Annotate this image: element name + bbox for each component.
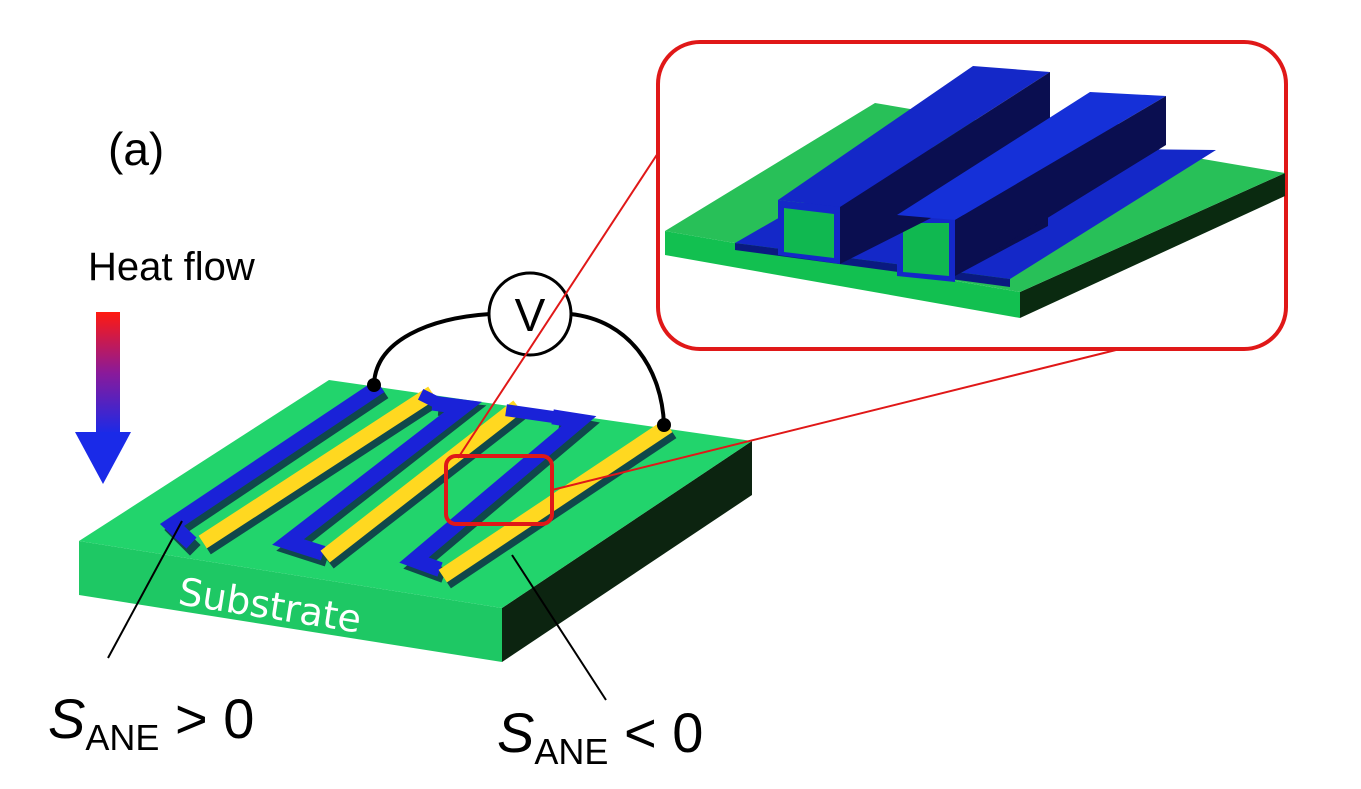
contact-right (657, 418, 671, 432)
label-sane-positive-relation: > 0 (159, 687, 254, 750)
thermopile-stripes (159, 379, 677, 589)
wire-right (569, 312, 666, 426)
yellow-stripe-3 (438, 419, 673, 583)
blue-stripe-1 (159, 379, 385, 549)
blue-stripe-2 (272, 395, 482, 561)
wire-left (372, 312, 491, 385)
label-sane-positive-subscript: ANE (85, 717, 159, 758)
heat-flow-label: Heat flow (88, 245, 255, 289)
contact-left (367, 378, 381, 392)
yellow-stripe-1 (198, 386, 437, 549)
label-sane-negative: SANE < 0 (497, 701, 703, 772)
leader-lines (107, 520, 607, 701)
label-sane-negative-symbol: S (497, 701, 534, 764)
substrate-side-face (502, 441, 752, 662)
zoom-connector-lines (457, 149, 1121, 491)
inset-zoom-view (656, 40, 1288, 351)
label-sane-negative-relation: < 0 (608, 701, 703, 764)
label-sane-positive-symbol: S (48, 687, 85, 750)
heat-flow-arrow-icon (75, 312, 131, 484)
yellow-stripe-2 (320, 400, 523, 563)
blue-stripe-3 (399, 409, 597, 577)
voltmeter-icon (487, 271, 573, 357)
label-sane-positive: SANE > 0 (48, 687, 254, 758)
label-sane-negative-subscript: ANE (534, 731, 608, 772)
panel-label: (a) (108, 123, 164, 175)
substrate-front-face (79, 541, 502, 662)
